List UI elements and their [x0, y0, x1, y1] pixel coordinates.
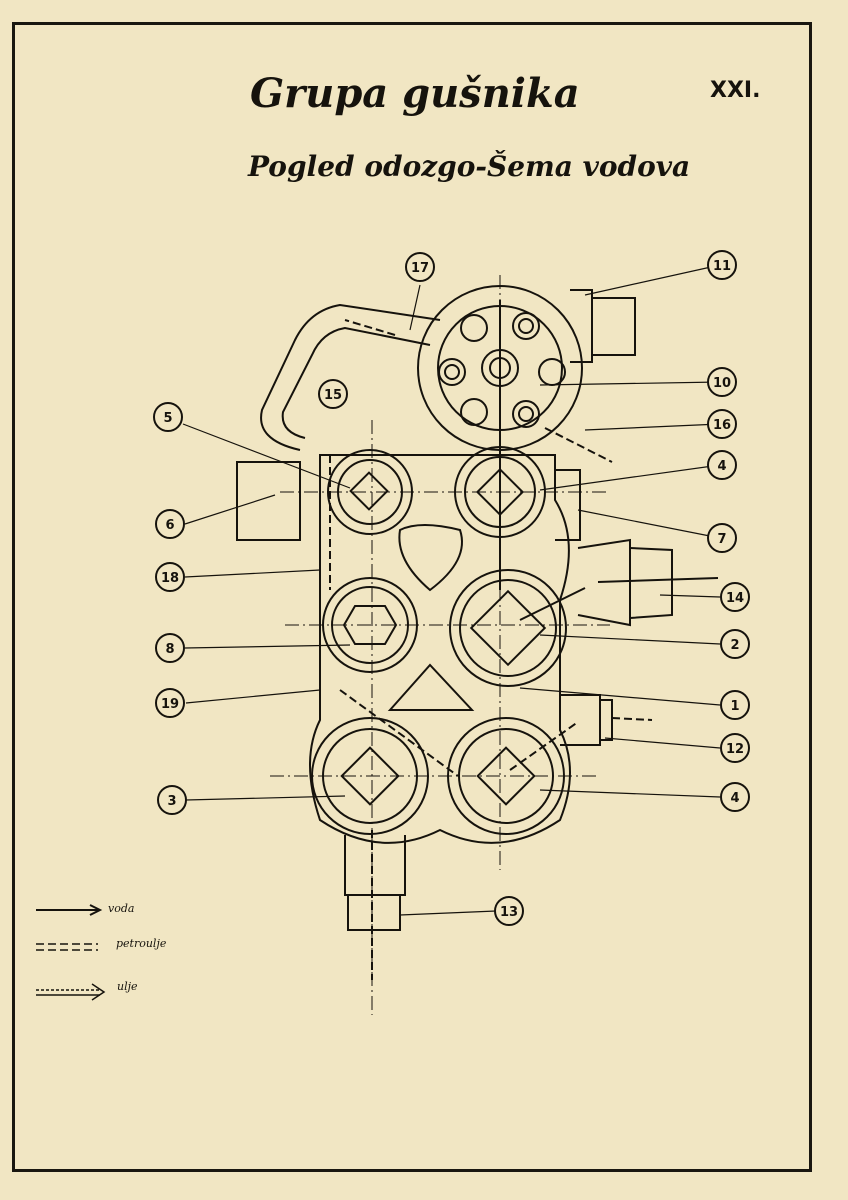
callout-14: 14 — [720, 582, 750, 612]
svg-text:17: 17 — [411, 261, 429, 276]
callout-12: 12 — [720, 733, 750, 763]
svg-text:16: 16 — [713, 418, 731, 433]
legend-oil-label: ulje — [117, 980, 138, 993]
svg-text:3: 3 — [167, 794, 176, 809]
svg-text:14: 14 — [726, 591, 744, 606]
callout-11: 11 — [707, 250, 737, 280]
svg-text:18: 18 — [161, 571, 179, 586]
callout-13: 13 — [494, 896, 524, 926]
drawing-title: Grupa gušnika — [250, 70, 580, 117]
callout-15: 15 — [318, 379, 348, 409]
svg-text:10: 10 — [713, 376, 731, 391]
svg-text:7: 7 — [717, 532, 726, 547]
svg-text:15: 15 — [324, 388, 342, 403]
svg-text:5: 5 — [163, 411, 172, 426]
callout-group: 5 6 18 8 19 3 11 10 16 4 7 14 2 1 12 4 1… — [153, 250, 750, 926]
svg-text:4: 4 — [730, 791, 739, 806]
fuel-pipe — [260, 303, 441, 451]
sheet-number: XXI. — [710, 78, 761, 103]
svg-text:13: 13 — [500, 905, 518, 920]
svg-text:8: 8 — [165, 642, 174, 657]
svg-text:4: 4 — [717, 459, 726, 474]
callout-8: 8 — [155, 633, 185, 663]
callout-19: 19 — [155, 688, 185, 718]
svg-text:11: 11 — [713, 259, 731, 274]
legend-petrol-label: petroulje — [116, 937, 167, 950]
legend-water-line — [36, 904, 103, 916]
sheet-border — [12, 22, 812, 1172]
callout-4: 4 — [720, 782, 750, 812]
callout-6: 5 — [153, 402, 183, 432]
callout-2: 2 — [720, 629, 750, 659]
callout-10: 10 — [707, 367, 737, 397]
callout-7-right: 7 — [707, 523, 737, 553]
callout-3: 3 — [157, 785, 187, 815]
legend-petrol-line — [36, 943, 98, 951]
callout-18: 18 — [155, 562, 185, 592]
callout-17: 17 — [405, 252, 435, 282]
drawing-subtitle: Pogled odozgo-Šema vodova — [248, 150, 691, 183]
svg-text:19: 19 — [161, 697, 179, 712]
callout-7-left: 6 — [155, 509, 185, 539]
callout-1: 1 — [720, 690, 750, 720]
svg-text:1: 1 — [730, 699, 739, 714]
legend-oil-line — [36, 983, 106, 1001]
callout-5: 4 — [707, 450, 737, 480]
body-outline — [309, 454, 571, 844]
svg-text:2: 2 — [730, 638, 739, 653]
callout-16: 16 — [707, 409, 737, 439]
svg-text:6: 6 — [165, 518, 174, 533]
svg-text:12: 12 — [726, 742, 744, 757]
legend-water-label: voda — [108, 902, 135, 915]
